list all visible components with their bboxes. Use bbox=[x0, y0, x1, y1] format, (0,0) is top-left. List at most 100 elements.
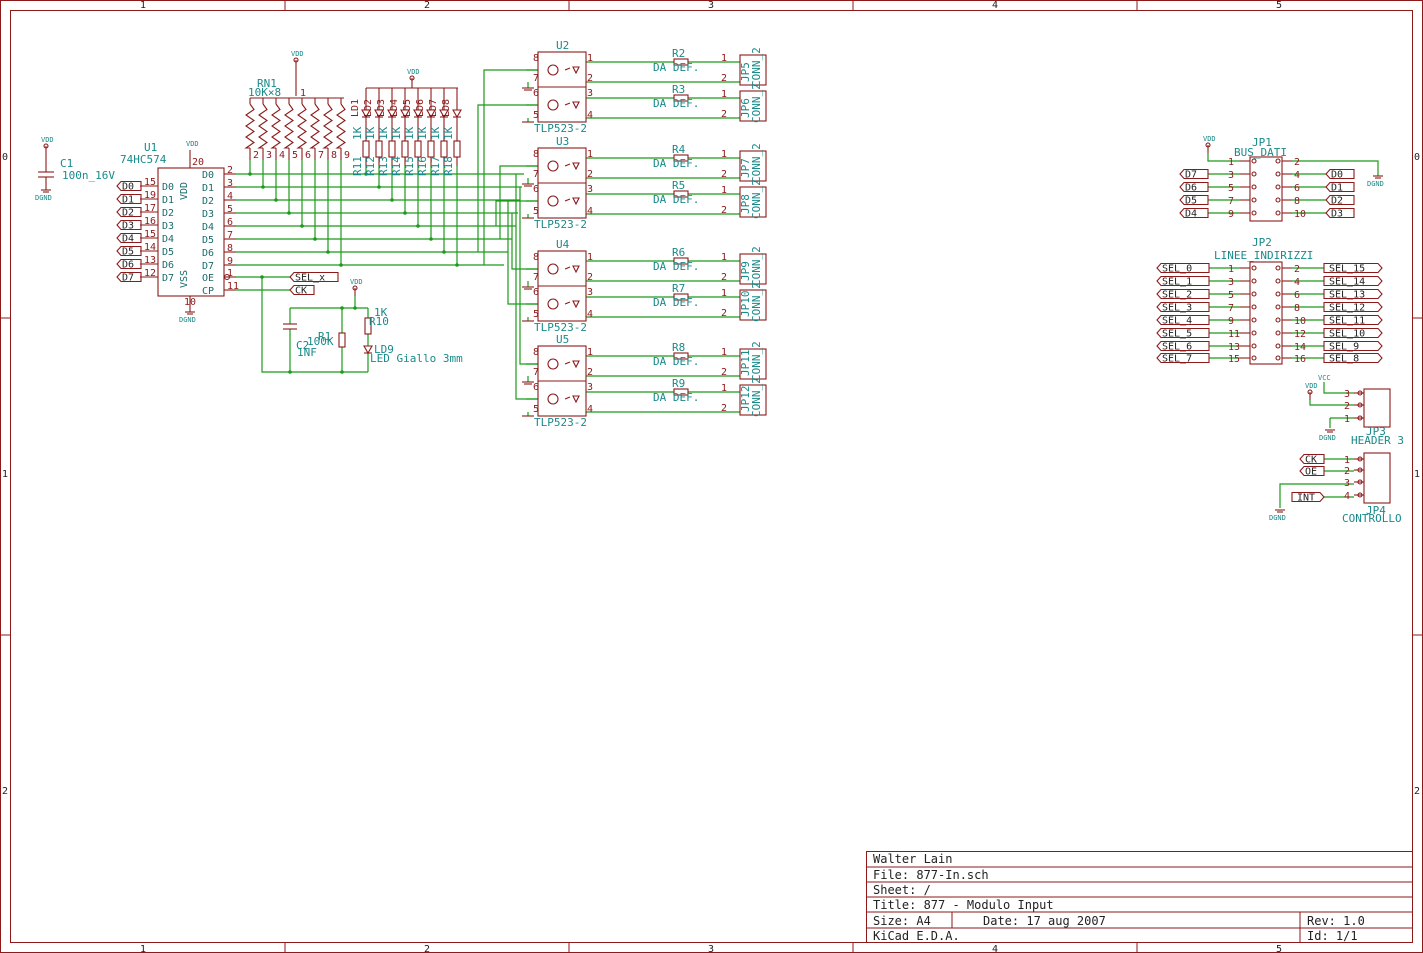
jp3-vcc: VCC bbox=[1318, 374, 1331, 382]
jp2-pin-dot bbox=[1275, 343, 1281, 349]
opto-pin: 6 bbox=[533, 287, 539, 298]
conn2-pin1: 1 bbox=[721, 288, 727, 299]
jp2-left-label bbox=[1156, 262, 1210, 274]
frame-col-label-bottom: 5 bbox=[1276, 944, 1282, 953]
led-resistor bbox=[453, 140, 461, 158]
opto-out-resistor bbox=[673, 58, 689, 66]
junction-dot bbox=[288, 370, 292, 374]
jp1-right-label-text: D2 bbox=[1331, 196, 1343, 207]
opto-pin: 6 bbox=[533, 184, 539, 195]
jp2-left-label-text: SEL_5 bbox=[1162, 329, 1192, 340]
opto-pin: 7 bbox=[533, 73, 539, 84]
jp1-right-label bbox=[1325, 168, 1355, 180]
jp3-pinnum: 3 bbox=[1344, 389, 1350, 400]
jp4-pinnum: 4 bbox=[1344, 491, 1350, 502]
u1-input-name: D2 bbox=[162, 208, 174, 219]
sel-x-label bbox=[289, 271, 339, 283]
opto-pin: 8 bbox=[533, 53, 539, 64]
led-ref: LD2 bbox=[363, 99, 374, 117]
conn2-ref: JP8 bbox=[739, 194, 752, 214]
opto-route-wire bbox=[477, 104, 538, 252]
conn2-pin2: 2 bbox=[721, 403, 727, 414]
jp1-ref: JP1 bbox=[1252, 136, 1272, 149]
jp2-right-label-text: SEL_10 bbox=[1329, 329, 1365, 340]
jp1-right-pinnum: 6 bbox=[1294, 183, 1300, 194]
opto-out-resistor-ref: R5 bbox=[672, 179, 685, 192]
opto-ref: U2 bbox=[556, 39, 569, 52]
jp4-ref: JP4 bbox=[1366, 504, 1386, 517]
led-ref: LD1 bbox=[350, 99, 361, 117]
osc-vdd-bulb bbox=[352, 285, 358, 291]
u1-output-pinnum: 8 bbox=[227, 243, 233, 254]
jp2-pin-dot bbox=[1251, 343, 1257, 349]
u1-input-label bbox=[116, 232, 142, 244]
opto-transistor bbox=[547, 298, 559, 310]
components: U174HC574D015D0D119D1D217D2D316D3D415D4D… bbox=[35, 39, 1404, 525]
opto-value: TLP523-2 bbox=[534, 218, 587, 231]
jp2-left-pinnum: 9 bbox=[1228, 316, 1234, 327]
opto-route-wire bbox=[515, 174, 538, 400]
junction-dot bbox=[429, 237, 433, 241]
jp2-value: LINEE_INDIRIZZI bbox=[1214, 249, 1313, 262]
led-resistor bbox=[440, 140, 448, 158]
opto-out-resistor bbox=[673, 190, 689, 198]
opto-pin: 3 bbox=[587, 382, 593, 393]
jp2-pin-dot bbox=[1275, 291, 1281, 297]
led-vdd-label: VDD bbox=[407, 68, 420, 76]
frame-row-label-right: 0 bbox=[1414, 152, 1420, 163]
junction-dot bbox=[261, 185, 265, 189]
jp2-left-label bbox=[1156, 327, 1210, 339]
opto-pin: 6 bbox=[533, 88, 539, 99]
jp2-right-label-text: SEL_9 bbox=[1329, 342, 1359, 353]
jp4-gnd-label: DGND bbox=[1269, 514, 1286, 522]
c1-vdd-label: VDD bbox=[41, 136, 54, 144]
tb-sheet: Sheet: / bbox=[873, 883, 931, 897]
jp4-pinnum: 3 bbox=[1344, 478, 1350, 489]
opto-pin: 4 bbox=[587, 206, 593, 217]
u1-output-name: D1 bbox=[202, 183, 214, 194]
conn2-body bbox=[739, 384, 767, 416]
u1-pin20: 20 bbox=[192, 157, 204, 168]
jp2-pin-dot bbox=[1275, 265, 1281, 271]
jp2-right-label-text: SEL_14 bbox=[1329, 277, 1365, 288]
u1-vdd-name: VDD bbox=[179, 182, 190, 200]
opto-arrow bbox=[564, 266, 571, 270]
conn2-value: CONN_2 bbox=[750, 47, 763, 87]
rn1-resistor bbox=[283, 103, 294, 149]
opto-route-wire bbox=[495, 200, 538, 226]
junction-dot bbox=[442, 250, 446, 254]
junction-dot bbox=[377, 185, 381, 189]
jp1-pin-dot bbox=[1251, 197, 1257, 203]
junction-dot bbox=[455, 263, 459, 267]
jp2-right-pinnum: 12 bbox=[1294, 329, 1306, 340]
junction-dot bbox=[326, 250, 330, 254]
u1-input-name: D4 bbox=[162, 234, 174, 245]
jp1-left-label bbox=[1179, 168, 1209, 180]
tb-file: File: 877-In.sch bbox=[873, 868, 989, 882]
led-diode bbox=[452, 109, 462, 119]
jp3-vdd-bulb bbox=[1307, 389, 1313, 395]
jp2-left-label bbox=[1156, 314, 1210, 326]
u1-output-name: D3 bbox=[202, 209, 214, 220]
rn1-vdd-label: VDD bbox=[291, 50, 304, 58]
c2-ref: C2 bbox=[296, 339, 309, 352]
u1-input-label bbox=[116, 219, 142, 231]
jp2-right-pinnum: 8 bbox=[1294, 303, 1300, 314]
u1-output-pinnum: 7 bbox=[227, 230, 233, 241]
jp2-left-label bbox=[1156, 288, 1210, 300]
jp3-ref: JP3 bbox=[1366, 425, 1386, 438]
led-resistor bbox=[427, 140, 435, 158]
jp3-gnd-label: DGND bbox=[1319, 434, 1336, 442]
opto-out-resistor bbox=[673, 257, 689, 265]
jp1-pin-dot bbox=[1275, 171, 1281, 177]
jp3-pinnum: 2 bbox=[1344, 401, 1350, 412]
jp4-ck-label bbox=[1299, 453, 1325, 465]
tb-title: Title: 877 - Modulo Input bbox=[873, 898, 1054, 912]
opto-pin: 3 bbox=[587, 184, 593, 195]
conn2-pin1: 1 bbox=[721, 149, 727, 160]
jp2-right-pinnum: 4 bbox=[1294, 277, 1300, 288]
opto-arrow bbox=[564, 102, 571, 106]
jp2-left-pinnum: 7 bbox=[1228, 303, 1234, 314]
led-ref: LD3 bbox=[376, 99, 387, 117]
jp1-right-pinnum: 10 bbox=[1294, 209, 1306, 220]
